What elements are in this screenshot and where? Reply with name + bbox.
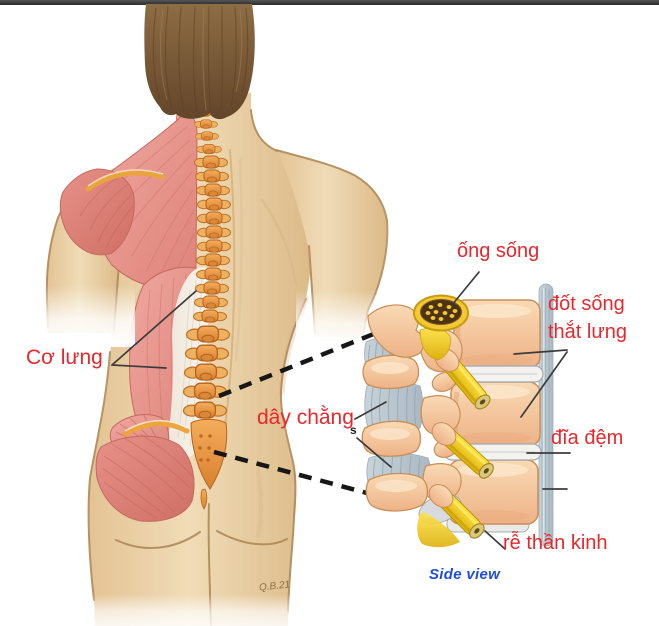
- pointer-spinal-canal: [451, 271, 480, 306]
- facet-joints: [418, 328, 463, 523]
- label-ligament: dây chằng: [257, 406, 354, 429]
- pointer-lines: [111, 271, 571, 550]
- iliac-crest: [122, 421, 190, 437]
- cauda-equina-dots: [425, 303, 458, 321]
- left-arm-fade: [30, 285, 135, 347]
- hair: [144, 4, 255, 120]
- label-nerve-root: rễ thần kinh: [503, 532, 608, 554]
- coccyx: [200, 488, 208, 510]
- pointer-vertebra-2: [520, 351, 568, 418]
- dural-sac-glow: [417, 512, 460, 548]
- side-view-caption: Side view: [429, 566, 501, 583]
- window-edge-bar: [0, 0, 659, 5]
- sacral-foramina: [198, 434, 212, 462]
- label-spinal-canal: ống sống: [457, 240, 540, 262]
- label-lumbar-vertebra: đốt sống thắt lưng: [548, 290, 627, 346]
- deltoid-muscle: [59, 168, 135, 256]
- label-lumbar-line1: đốt sống: [548, 293, 625, 315]
- spinal-canal-cross-section: [413, 294, 469, 332]
- pointer-ligament-2: [356, 437, 392, 468]
- gluteus-maximus: [95, 435, 195, 522]
- deltoid-fibers: [79, 175, 134, 249]
- band-striations: [541, 288, 550, 542]
- spinous-process-3: [365, 472, 429, 512]
- scapula-tendon-highlight: [87, 169, 164, 187]
- hair-highlights: [160, 7, 243, 111]
- dashed-connector-lower: [213, 449, 394, 503]
- pointer-nerve-root: [484, 530, 506, 550]
- label-lumbar-line2: thắt lưng: [548, 321, 627, 343]
- iliac-crest-highlight: [124, 419, 188, 432]
- zoom-connectors: [213, 318, 407, 503]
- label-disc: đĩa đệm: [551, 427, 624, 449]
- label-back-muscle: Cơ lưng: [26, 346, 103, 369]
- legs-fade: [78, 594, 303, 626]
- ligament-s-mark: s: [350, 423, 357, 437]
- spine-column: [182, 107, 231, 510]
- dashed-connector-upper: [218, 318, 407, 399]
- gluteus-maximus-fibers: [101, 433, 194, 519]
- scapula-tendon: [85, 170, 166, 192]
- body-figure: [30, 4, 406, 626]
- pointer-vertebra-1: [513, 349, 568, 355]
- pointer-back-muscle-1: [111, 290, 197, 366]
- vertebral-bodies: [448, 299, 541, 525]
- pointer-ligament-1: [354, 401, 387, 420]
- pointer-back-muscle-2: [111, 364, 167, 369]
- hair-strands: [152, 5, 249, 113]
- lumbar-spine-inset: [361, 283, 554, 548]
- spinous-highlights: [370, 362, 417, 492]
